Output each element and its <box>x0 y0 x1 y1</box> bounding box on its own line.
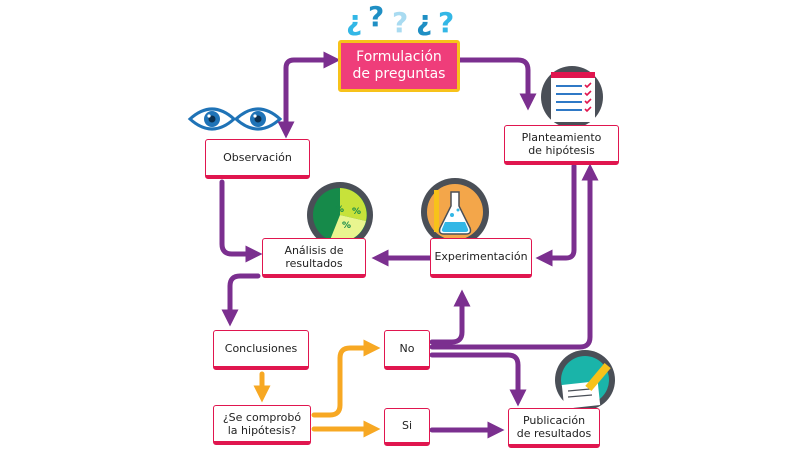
node-observacion: Observación <box>205 139 310 179</box>
percent-label: % <box>342 221 351 231</box>
node-se-comprobo-la-hipotesis: ¿Se comprobó la hipótesis? <box>213 405 311 445</box>
node-publicacion-de-resultados: Publicación de resultados <box>508 408 600 448</box>
percent-label: % <box>335 205 344 215</box>
question-marks-icon: ¿ ? ? ¿ ? <box>346 0 454 39</box>
notepad-pencil-icon <box>555 350 615 410</box>
connector-no-to-experimentacion <box>429 289 471 345</box>
node-no: No <box>384 330 430 370</box>
node-planteamiento-de-hipotesis: Planteamiento de hipótesis <box>504 125 619 165</box>
connector-planteamiento-to-experimentacion <box>535 163 577 267</box>
connector-se-comprobo-to-no <box>311 339 381 418</box>
question-mark: ¿ <box>416 4 432 37</box>
node-formulacion-de-preguntas: Formulación de preguntas <box>338 40 460 92</box>
question-mark: ? <box>392 6 408 39</box>
percent-label: % <box>352 207 361 217</box>
connector-observacion-to-formulacion <box>277 51 341 139</box>
checklist-icon <box>541 66 603 128</box>
question-mark: ¿ <box>346 4 362 37</box>
question-mark: ? <box>438 6 454 39</box>
connector-no-to-publicacion <box>429 352 527 407</box>
node-experimentacion: Experimentación <box>430 238 532 278</box>
connector-formulacion-to-planteamiento <box>457 57 537 111</box>
connector-analisis-to-conclusiones <box>221 273 261 327</box>
connector-no-to-planteamiento <box>429 163 599 350</box>
flask-icon <box>421 178 489 246</box>
question-mark: ? <box>368 0 384 33</box>
node-analisis-de-resultados: Análisis de resultados <box>262 238 366 278</box>
node-conclusiones: Conclusiones <box>213 330 309 370</box>
connector-observacion-to-analisis <box>219 179 263 263</box>
pie-chart-icon: % % % <box>307 182 373 248</box>
node-si: Si <box>384 408 430 446</box>
eyes-icon <box>187 107 283 131</box>
